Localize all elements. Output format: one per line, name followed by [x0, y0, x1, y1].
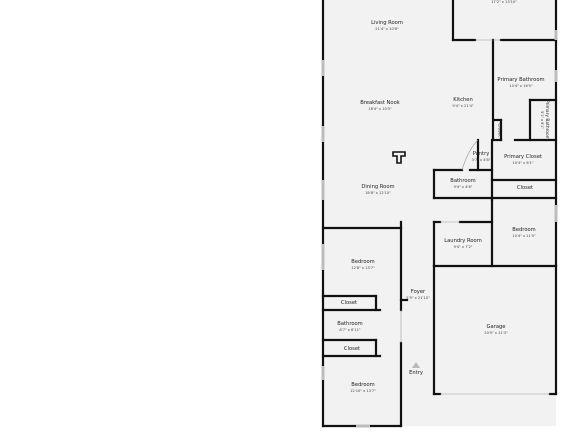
room-label-kitchen: Kitchen 9'4" x 21'4": [452, 97, 474, 108]
room-label-bathroom-center: Bathroom 9'4" x 4'6": [450, 178, 476, 189]
floor-areas: [323, 0, 556, 426]
room-label-living-room: Living Room 21'4" x 10'8": [371, 20, 403, 31]
room-label-dining-room: Dining Room 18'8" x 12'10": [361, 184, 395, 195]
room-label-laundry-room: Laundry Room 9'4" x 7'2": [444, 238, 482, 249]
room-label-primary-bathroom-small: Primary Bathroom 5'1" x 9'1": [540, 100, 549, 140]
room-label-primary-closet: Primary Closet 10'4" x 6'1": [504, 154, 542, 165]
room-label-primary-bathroom: Primary Bathroom 10'4" x 16'5": [497, 77, 545, 88]
room-label-bedroom-left-bottom: Bedroom 12'10" x 13'7": [350, 382, 376, 393]
room-label-entry: Entry: [409, 370, 423, 376]
room-label-pantry: Pantry 3'7" x 4'8": [471, 151, 491, 162]
room-label-closet-kitchen: Closet: [496, 123, 502, 137]
room-label-top: 17'2" x 13'10": [491, 0, 517, 4]
entry-arrow-icon: [412, 362, 420, 368]
room-label-bedroom-right: Bedroom 10'4" x 11'5": [512, 227, 536, 238]
room-label-closet-right: Closet: [516, 185, 534, 191]
room-label-closet-left-bottom: Closet: [343, 346, 361, 352]
windows: [321, 30, 558, 428]
room-label-foyer: Foyer 5'5" x 21'10": [406, 289, 430, 300]
room-label-breakfast-nook: Breakfast Nook 18'4" x 10'5": [360, 100, 400, 111]
room-label-garage: Garage 20'5" x 21'3": [484, 324, 508, 335]
room-label-closet-left-top: Closet: [340, 300, 358, 306]
room-label-bedroom-left-top: Bedroom 12'8" x 13'7": [351, 259, 375, 270]
fireplace-icon: [392, 151, 406, 164]
room-label-bathroom-left: Bathroom 8'7" x 6'11": [337, 321, 363, 332]
door-thin-lines: [400, 39, 550, 395]
